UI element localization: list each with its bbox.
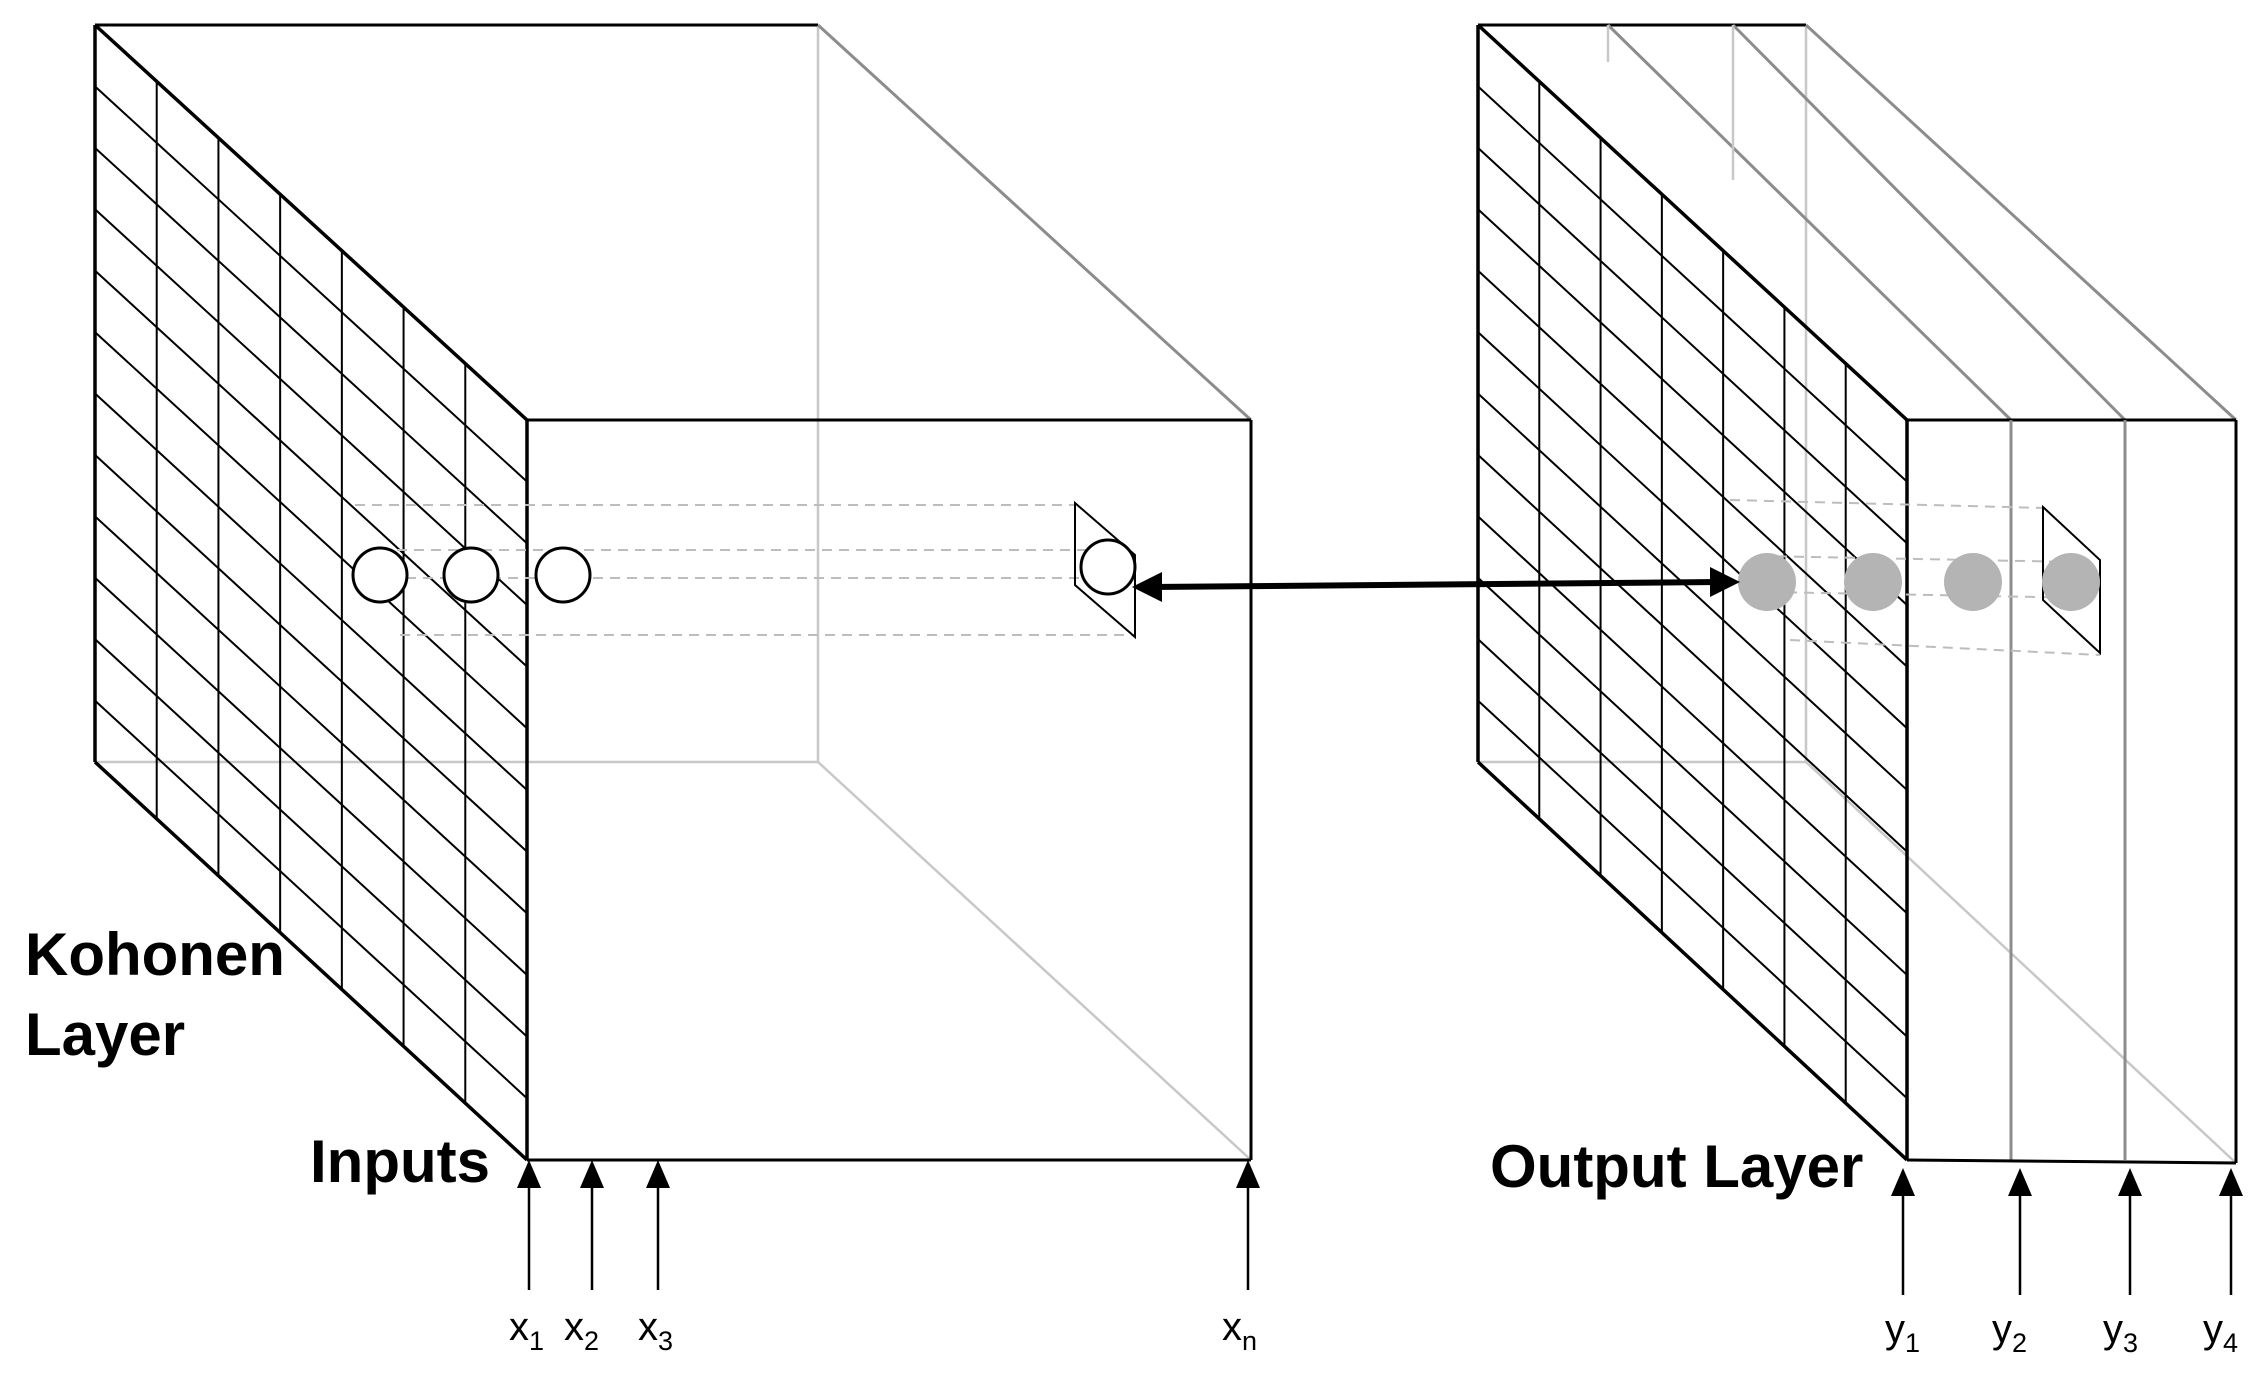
grid-line — [94, 85, 528, 483]
output-slice-top-edge — [1804, 23, 2238, 422]
grid-line — [94, 147, 528, 545]
input-arrows — [517, 1160, 1260, 1290]
grid-line — [94, 699, 528, 1100]
output-node — [2042, 553, 2100, 611]
grid-line — [1477, 515, 1908, 915]
grid-line — [1476, 760, 1909, 1162]
output-vector-plane — [2042, 504, 2101, 656]
grid-line — [94, 454, 528, 853]
output-arrows — [1891, 1168, 2243, 1295]
kohonen-grid — [93, 23, 529, 1162]
input-vector-plane — [1074, 500, 1136, 640]
output-node — [1844, 553, 1902, 611]
kohonen-layer-label-line2: Layer — [25, 1001, 185, 1068]
input-arrow-x3 — [646, 1160, 670, 1290]
output-back-diagonal-edge — [1805, 761, 2237, 1164]
output-node — [1944, 553, 2002, 611]
kohonen-node — [442, 546, 500, 604]
kohonen-node — [534, 546, 592, 604]
kohonen-node — [351, 546, 409, 604]
grid-line — [93, 760, 529, 1162]
input-arrow-x2 — [580, 1160, 604, 1290]
output-cube — [1476, 23, 2238, 1165]
grid-line — [93, 23, 529, 422]
output-grid — [1476, 23, 1909, 1162]
kohonen-layer-label-line1: Kohonen — [25, 921, 285, 988]
input-label-x3: x3 — [638, 1305, 673, 1356]
grid-line — [94, 208, 528, 606]
output-arrow-y2 — [2008, 1168, 2032, 1295]
grid-line — [1476, 23, 1909, 422]
output-arrow-y1 — [1891, 1168, 1915, 1295]
input-arrow-xn — [1236, 1160, 1260, 1290]
grid-line — [1477, 85, 1908, 483]
output-arrow-y4 — [2219, 1168, 2243, 1295]
output-layer-label: Output Layer — [1490, 1133, 1863, 1200]
mapping-double-arrow — [1132, 567, 1740, 602]
cube-back-diagonal-edge — [817, 761, 1252, 1161]
output-front-bottom-edge — [1906, 1158, 2237, 1165]
output-arrow-y3 — [2118, 1168, 2142, 1295]
inputs-label: Inputs — [310, 1128, 490, 1195]
winning-node — [1079, 538, 1137, 596]
output-label-y3: y3 — [2103, 1307, 2138, 1358]
grid-line — [1477, 208, 1908, 606]
grid-line — [94, 331, 528, 730]
output-label-y1: y1 — [1885, 1307, 1920, 1358]
grid-line — [94, 515, 528, 915]
output-projection-lines — [1729, 499, 2101, 656]
output-node — [1738, 553, 1796, 611]
output-label-y4: y4 — [2203, 1307, 2238, 1358]
grid-line — [1477, 331, 1908, 730]
grid-line — [94, 638, 528, 1038]
grid-line — [1477, 269, 1908, 668]
output-slice-top-edge — [1606, 23, 2013, 422]
grid-line — [1477, 577, 1908, 976]
grid-line — [94, 577, 528, 976]
input-label-x1: x1 — [509, 1305, 544, 1356]
grid-line — [1477, 147, 1908, 545]
grid-line — [1477, 392, 1908, 791]
input-arrow-x1 — [517, 1160, 541, 1290]
grid-line — [1477, 699, 1908, 1100]
output-slice-top-edge — [1731, 23, 2127, 422]
cube-top-right-edge — [816, 23, 1253, 422]
output-label-y2: y2 — [1992, 1307, 2027, 1358]
input-label-x2: x2 — [564, 1305, 599, 1356]
kohonen-cube — [93, 23, 1253, 1162]
grid-line — [94, 269, 528, 668]
grid-line — [1477, 638, 1908, 1038]
grid-line — [94, 392, 528, 791]
input-label-xn: xn — [1222, 1305, 1257, 1356]
grid-line — [1477, 454, 1908, 853]
